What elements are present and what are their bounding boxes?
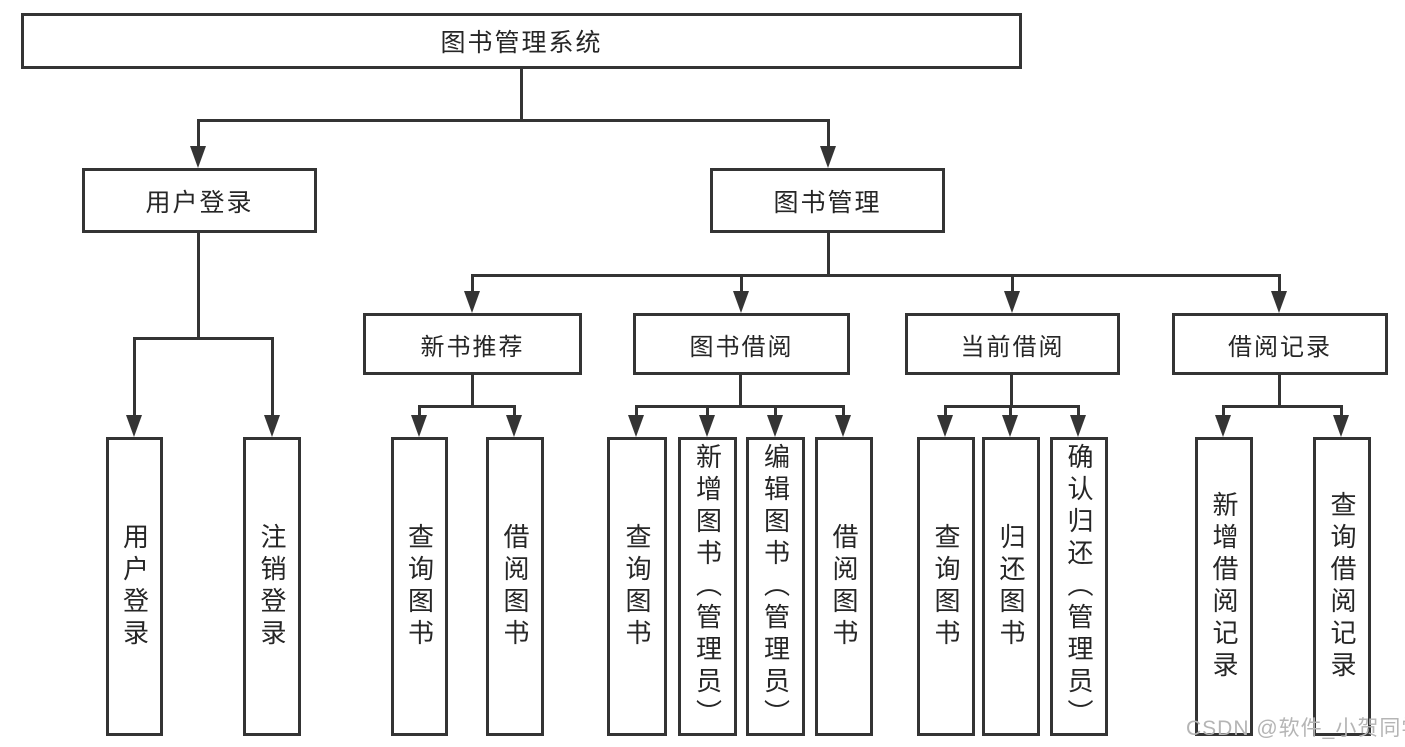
connector-line [1222, 405, 1225, 420]
connector-line [1340, 405, 1343, 420]
node-library-management-system: 图书管理系统 [21, 13, 1022, 69]
node-label: 新增图书（管理员） [692, 442, 723, 731]
node-label: 查询图书 [931, 522, 961, 651]
connector-line [471, 274, 1281, 277]
connector-line [418, 405, 516, 408]
connector-line [1222, 405, 1343, 408]
node-label: 借阅图书 [829, 522, 859, 651]
connector-line [774, 405, 777, 420]
arrow-down-icon [820, 146, 836, 168]
arrow-down-icon [699, 415, 715, 437]
arrow-down-icon [1002, 415, 1018, 437]
connector-line [1011, 274, 1014, 294]
arrow-down-icon [937, 415, 953, 437]
connector-line [471, 274, 474, 294]
node-label: 确认归还（管理员） [1064, 442, 1094, 731]
arrow-down-icon [190, 146, 206, 168]
node-label: 查询图书 [622, 522, 652, 651]
node-leaf-query-books-current: 查询图书 [917, 437, 975, 736]
csdn-watermark: CSDN @软件_小贺同学 [1186, 717, 1405, 740]
connector-line [635, 405, 845, 408]
arrow-down-icon [506, 415, 522, 437]
node-leaf-add-books-admin: 新增图书（管理员） [678, 437, 737, 736]
arrow-down-icon [1271, 291, 1287, 313]
node-leaf-edit-books-admin: 编辑图书（管理员） [746, 437, 805, 736]
node-book-borrowing: 图书借阅 [633, 313, 850, 375]
connector-line [944, 405, 947, 420]
node-label: 编辑图书（管理员） [760, 442, 791, 731]
connector-line [133, 337, 136, 418]
node-label: 归还图书 [996, 522, 1026, 651]
connector-line [197, 119, 200, 149]
arrow-down-icon [835, 415, 851, 437]
connector-line [827, 119, 830, 149]
node-leaf-borrow-books: 借阅图书 [815, 437, 873, 736]
arrow-down-icon [628, 415, 644, 437]
node-leaf-return-books: 归还图书 [982, 437, 1040, 736]
node-leaf-add-borrow-record: 新增借阅记录 [1195, 437, 1253, 736]
connector-line [1009, 405, 1012, 420]
connector-line [1278, 274, 1281, 294]
node-leaf-borrow-books-rec: 借阅图书 [486, 437, 544, 736]
node-label: 注销登录 [257, 522, 287, 651]
arrow-down-icon [733, 291, 749, 313]
connector-line [271, 337, 274, 418]
node-leaf-query-borrow-record: 查询借阅记录 [1313, 437, 1371, 736]
node-label: 查询图书 [404, 522, 435, 651]
arrow-down-icon [126, 415, 142, 437]
connector-line [739, 375, 742, 408]
connector-line [842, 405, 845, 420]
connector-line [944, 405, 1080, 408]
node-borrowing-records: 借阅记录 [1172, 313, 1388, 375]
connector-line [740, 274, 743, 294]
node-label: 新增借阅记录 [1209, 490, 1239, 683]
node-leaf-query-books-borrow: 查询图书 [607, 437, 667, 736]
connector-line [418, 405, 421, 420]
node-leaf-logout: 注销登录 [243, 437, 301, 736]
node-label: 用户登录 [119, 522, 150, 651]
node-book-management: 图书管理 [710, 168, 945, 233]
connector-line [197, 119, 830, 122]
arrow-down-icon [1333, 415, 1349, 437]
node-label: 借阅图书 [500, 522, 530, 651]
node-user-login: 用户登录 [82, 168, 317, 233]
node-leaf-user-login: 用户登录 [106, 437, 163, 736]
connector-line [197, 233, 200, 337]
connector-line [1077, 405, 1080, 420]
arrow-down-icon [1004, 291, 1020, 313]
connector-line [513, 405, 516, 420]
node-leaf-query-books-rec: 查询图书 [391, 437, 448, 736]
connector-line [1010, 375, 1013, 408]
node-label: 查询借阅记录 [1327, 490, 1357, 683]
connector-line [133, 337, 274, 340]
arrow-down-icon [411, 415, 427, 437]
connector-line [827, 233, 830, 275]
arrow-down-icon [767, 415, 783, 437]
arrow-down-icon [1070, 415, 1086, 437]
node-new-book-recommend: 新书推荐 [363, 313, 582, 375]
node-current-borrowing: 当前借阅 [905, 313, 1120, 375]
arrow-down-icon [1215, 415, 1231, 437]
connector-line [706, 405, 709, 420]
connector-line [520, 69, 523, 119]
arrow-down-icon [264, 415, 280, 437]
connector-line [635, 405, 638, 420]
node-leaf-confirm-return-admin: 确认归还（管理员） [1050, 437, 1108, 736]
connector-line [471, 375, 474, 408]
connector-line [1278, 375, 1281, 408]
arrow-down-icon [464, 291, 480, 313]
